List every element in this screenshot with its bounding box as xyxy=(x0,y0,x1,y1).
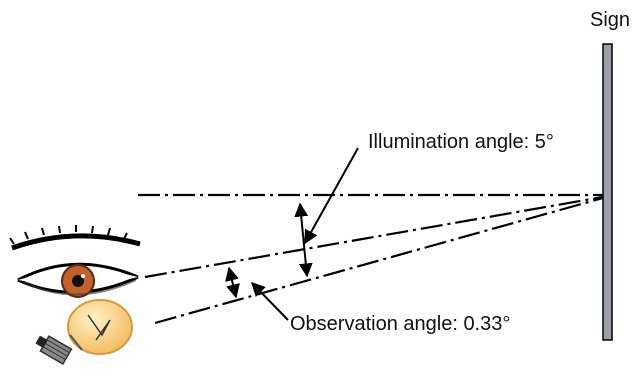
sign-label: Sign xyxy=(590,9,630,31)
light-bulb-icon xyxy=(33,300,132,364)
observation-angle-arc-arrow xyxy=(229,268,236,297)
observation-leader-arrow xyxy=(252,283,288,320)
observation-line xyxy=(145,197,603,277)
sight-lines xyxy=(138,195,603,323)
illumination-line xyxy=(155,198,603,323)
eye-icon xyxy=(10,225,140,297)
observation-angle-label: Observation angle: 0.33° xyxy=(290,313,510,335)
illumination-angle-label: Illumination angle: 5° xyxy=(368,131,554,153)
sign-post xyxy=(603,44,612,340)
